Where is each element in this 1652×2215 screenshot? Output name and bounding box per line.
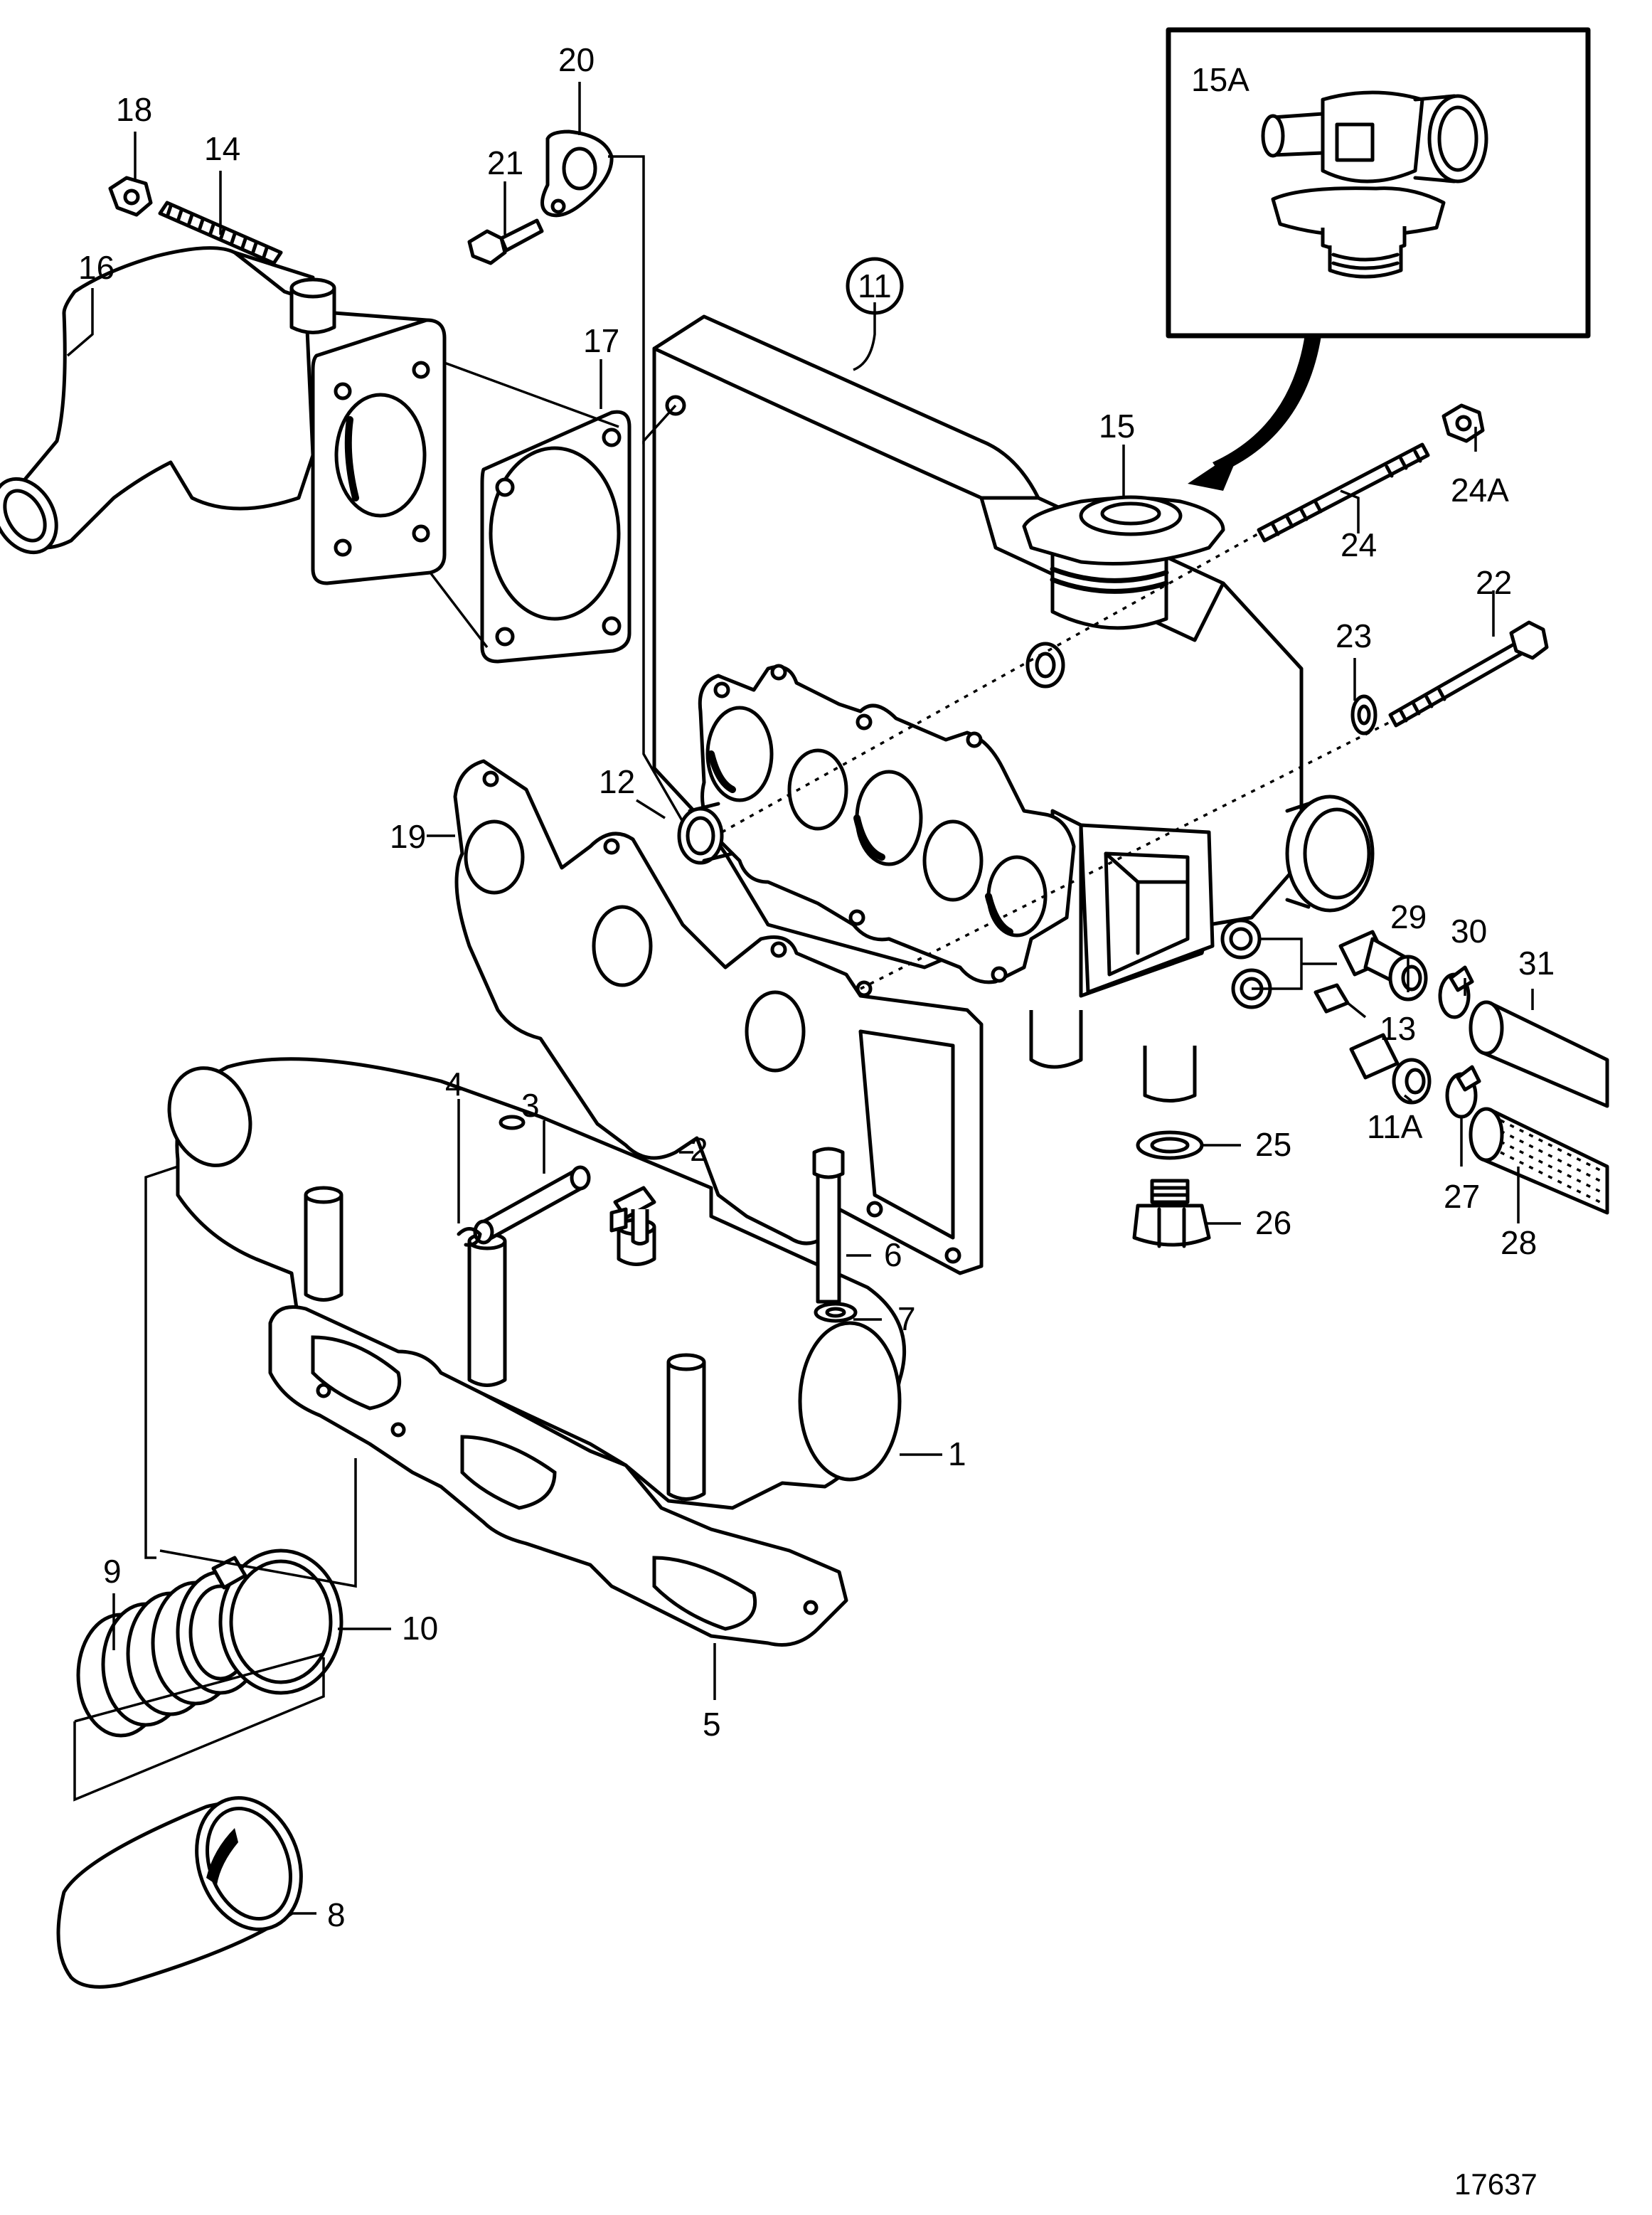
nipple-11a	[1349, 1033, 1432, 1105]
callout-30: 30	[1451, 913, 1487, 950]
callout-8: 8	[327, 1896, 346, 1933]
clip-4	[457, 1227, 482, 1247]
gasket-5	[268, 1305, 848, 1647]
callout-6: 6	[884, 1236, 902, 1273]
inset-detail-15a	[1166, 27, 1591, 339]
bolt-21	[467, 218, 544, 265]
callout-11: 11	[858, 267, 892, 304]
washer-small	[499, 1115, 526, 1130]
outlet-elbow-16	[0, 246, 447, 585]
callout-22: 22	[1476, 564, 1512, 601]
sleeve-8	[56, 1796, 303, 1989]
nut-24a	[1441, 403, 1485, 443]
bracket-lines	[73, 1165, 357, 1802]
callout-20: 20	[558, 41, 595, 78]
callout-21: 21	[487, 144, 523, 181]
washer-23	[1350, 694, 1377, 735]
nut-18	[108, 176, 153, 217]
gasket-17	[480, 410, 632, 664]
callout-5: 5	[703, 1706, 721, 1743]
callout-circle-11	[846, 257, 904, 315]
callout-labels: 1 2 3 4 5 6 7 8 9 10 11 11A 12 13 14 15 …	[78, 41, 1555, 2201]
leader-lines	[66, 82, 1534, 1915]
hose-clamp-27	[1445, 1065, 1481, 1119]
callout-11a: 11A	[1367, 1108, 1423, 1145]
callout-29: 29	[1390, 898, 1427, 935]
plug-26	[1132, 1179, 1211, 1248]
callout-1: 1	[948, 1435, 966, 1472]
bolt-6	[812, 1147, 845, 1304]
callout-15: 15	[1099, 408, 1135, 445]
pressure-cap-15	[1022, 495, 1225, 594]
callout-3: 3	[521, 1087, 540, 1124]
callout-24a: 24A	[1451, 472, 1509, 509]
callout-7: 7	[897, 1300, 916, 1337]
callout-13: 13	[1380, 1010, 1416, 1047]
callout-23: 23	[1336, 617, 1372, 654]
hose-31	[1469, 1000, 1609, 1108]
callout-25: 25	[1255, 1126, 1291, 1163]
callout-16: 16	[78, 249, 114, 286]
seal-25	[1136, 1130, 1204, 1160]
callout-4: 4	[445, 1066, 464, 1103]
callout-19: 19	[390, 818, 426, 855]
figure-number: 17637	[1454, 2167, 1538, 2201]
plate-20	[540, 129, 614, 218]
callout-28: 28	[1501, 1224, 1537, 1261]
callout-31: 31	[1518, 945, 1555, 982]
tee-fitting-2	[609, 1186, 656, 1245]
callout-9: 9	[103, 1553, 122, 1590]
callout-15a: 15A	[1191, 61, 1249, 98]
callout-24: 24	[1341, 526, 1377, 563]
alignment-lines	[429, 155, 1391, 990]
heat-exchanger-11	[652, 314, 1375, 1103]
hose-clamp-30	[1438, 965, 1474, 1019]
callout-12: 12	[599, 763, 635, 800]
callout-2: 2	[690, 1131, 708, 1168]
exhaust-manifold-1	[167, 1057, 906, 1510]
gasket-19	[453, 759, 984, 1275]
sleeve-12	[677, 802, 735, 865]
callout-26: 26	[1255, 1204, 1291, 1241]
bolt-22	[1388, 620, 1549, 728]
callout-27: 27	[1444, 1178, 1480, 1215]
washer-7	[814, 1302, 858, 1323]
callout-18: 18	[116, 91, 152, 128]
nipple-29	[1338, 930, 1428, 1002]
hose-28	[1469, 1107, 1609, 1215]
callout-10: 10	[402, 1610, 438, 1647]
callout-14: 14	[204, 130, 240, 167]
inset-pointer-arrow	[1188, 334, 1321, 491]
callout-17: 17	[583, 322, 619, 359]
plug-13	[1313, 983, 1350, 1014]
